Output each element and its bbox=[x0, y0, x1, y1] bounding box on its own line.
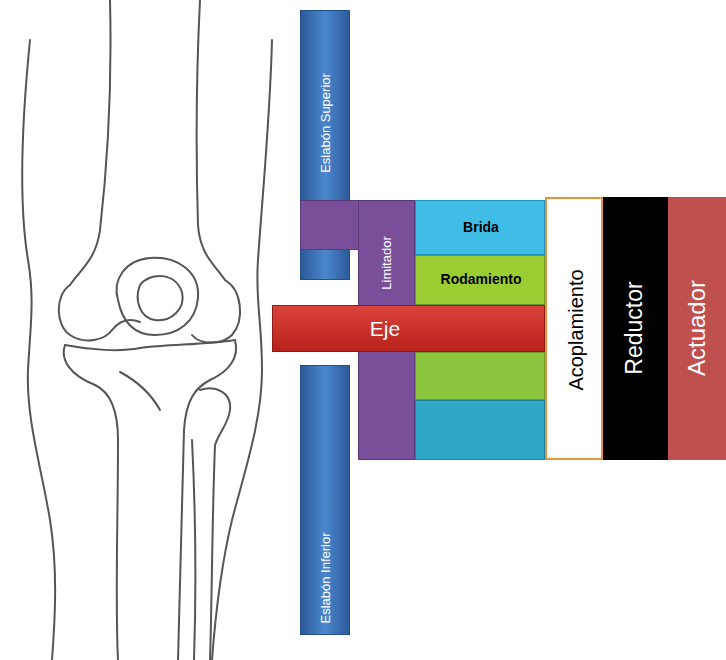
shaft: Eje bbox=[272, 305, 545, 352]
bearing: Rodamiento bbox=[415, 255, 545, 305]
reducer: Reductor bbox=[603, 197, 668, 460]
lower-link: Eslabón Inferior bbox=[300, 365, 350, 635]
part-label: Brida bbox=[463, 220, 499, 235]
bearing-lower bbox=[415, 352, 545, 400]
flange: Brida bbox=[415, 200, 545, 255]
coupling: Acoplamiento bbox=[545, 197, 603, 460]
flange-lower bbox=[415, 400, 545, 460]
part-label: Eslabón Superior bbox=[319, 73, 333, 173]
part-label: Eslabón Inferior bbox=[319, 532, 333, 623]
part-label: Eje bbox=[370, 317, 400, 340]
part-label: Actuador bbox=[684, 280, 710, 376]
part-label: Acoplamiento bbox=[565, 269, 587, 390]
part-label: Rodamiento bbox=[441, 272, 522, 287]
actuator: Actuador bbox=[668, 197, 726, 460]
part-label: Reductor bbox=[622, 281, 647, 374]
part-label: Limitador bbox=[380, 236, 394, 289]
